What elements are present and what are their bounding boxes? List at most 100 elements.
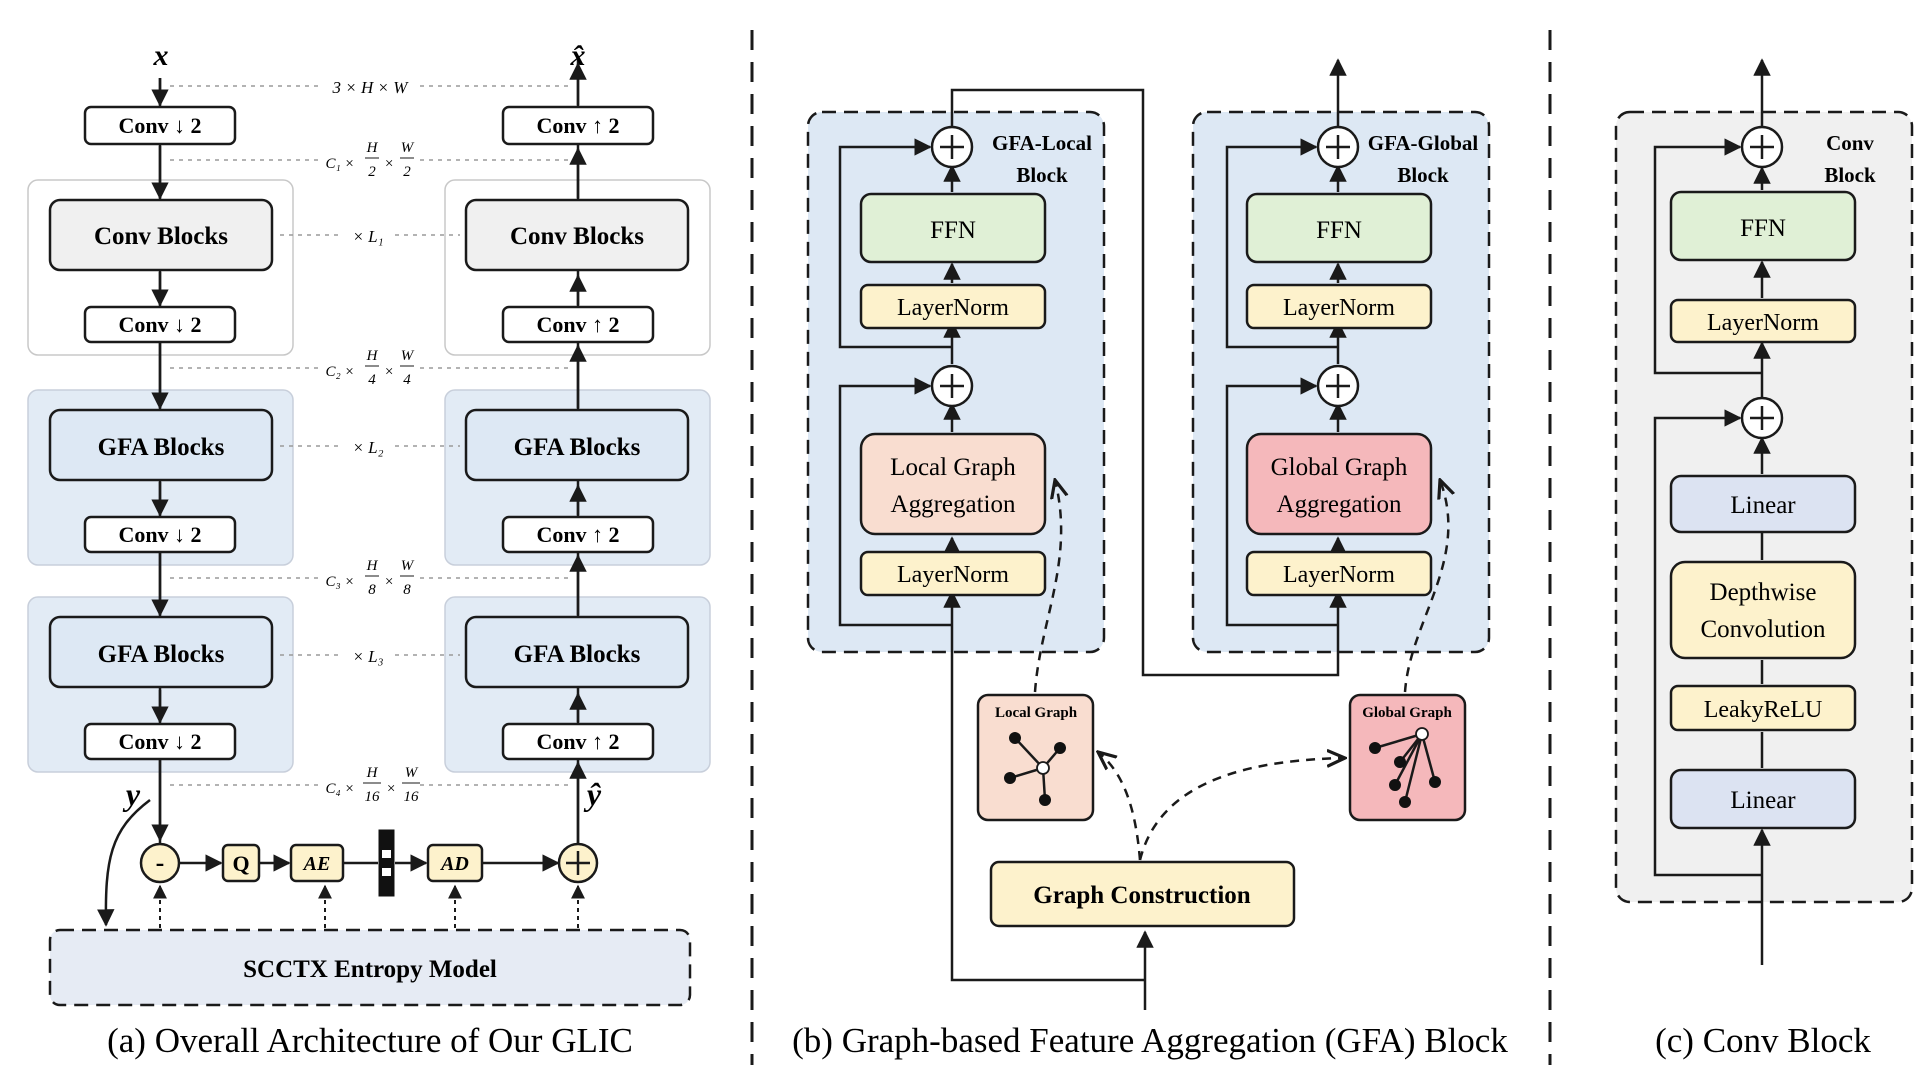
- plus-node: [557, 842, 599, 884]
- enc-conv4-box: Conv ↓ 2: [83, 722, 237, 761]
- conv-block-label-line1: Conv: [1826, 131, 1874, 155]
- quantizer-box: Q: [221, 843, 261, 883]
- svg-text:Conv Blocks: Conv Blocks: [94, 223, 228, 250]
- local-graph-aggregation-box: Local Graph Aggregation: [859, 432, 1047, 536]
- local-graph-icon: Local Graph: [976, 693, 1095, 822]
- svg-text:LayerNorm: LayerNorm: [897, 295, 1009, 321]
- times-l2-label: × L₂: [352, 438, 383, 457]
- dec-gfa1-box: GFA Blocks: [464, 408, 690, 482]
- svg-text:H: H: [366, 140, 379, 156]
- svg-text:-: -: [156, 848, 165, 877]
- conv-flow-lines: [1653, 58, 1771, 965]
- dec-conv-blocks-box: Conv Blocks: [464, 198, 690, 272]
- global-ffn-box: FFN: [1245, 192, 1433, 264]
- gfa-global-label-line2: Block: [1397, 163, 1449, 187]
- svg-text:Global Graph: Global Graph: [1271, 454, 1408, 481]
- svg-text:Linear: Linear: [1730, 492, 1796, 519]
- svg-text:Global Graph: Global Graph: [1362, 705, 1452, 721]
- svg-text:AD: AD: [439, 853, 469, 875]
- dec-conv4-box: Conv ↑ 2: [501, 722, 655, 761]
- dec-conv2-box: Conv ↑ 2: [501, 305, 655, 344]
- svg-text:Conv ↑ 2: Conv ↑ 2: [536, 113, 619, 138]
- svg-text:SCCTX Entropy Model: SCCTX Entropy Model: [243, 956, 497, 983]
- dim-c2-label: C₂ × H 4 × W 4: [325, 348, 414, 388]
- panel-b-gfa-block: GFA-Local Block GFA-Global Block: [792, 58, 1508, 1060]
- svg-text:Convolution: Convolution: [1700, 616, 1826, 643]
- enc-gfa1-box: GFA Blocks: [48, 408, 274, 482]
- arithmetic-decoder-box: AD: [426, 843, 484, 883]
- conv-block-label-line2: Block: [1824, 163, 1876, 187]
- times-l1-label: × L₁: [352, 227, 383, 246]
- svg-text:FFN: FFN: [930, 217, 976, 244]
- latent-yhat-symbol: ŷ: [583, 776, 602, 812]
- svg-text:16: 16: [404, 789, 420, 805]
- y-to-entropy-curve: [97, 799, 151, 927]
- svg-text:×: ×: [384, 574, 394, 590]
- local-ffn-box: FFN: [859, 192, 1047, 264]
- panel-c-conv-block: Conv Block FFN LayerNorm: [1614, 58, 1914, 1060]
- svg-text:C₂ ×: C₂ ×: [325, 364, 354, 380]
- svg-text:×: ×: [384, 364, 394, 380]
- dim-c1-label: C₁ × H 2 × W 2: [325, 140, 414, 180]
- svg-text:W: W: [401, 348, 415, 364]
- conv-ffn-box: FFN: [1669, 190, 1857, 262]
- graph-construction-box: Graph Construction: [989, 860, 1296, 928]
- enc-conv1-box: Conv ↓ 2: [83, 105, 237, 146]
- svg-text:Linear: Linear: [1730, 787, 1796, 814]
- dec-conv3-box: Conv ↑ 2: [501, 515, 655, 554]
- svg-text:4: 4: [368, 372, 376, 388]
- entropy-model-box: SCCTX Entropy Model: [48, 928, 692, 1007]
- dec-conv1-box: Conv ↑ 2: [501, 105, 655, 146]
- svg-text:Local Graph: Local Graph: [995, 705, 1078, 721]
- caption-a: (a) Overall Architecture of Our GLIC: [107, 1021, 633, 1060]
- svg-text:LayerNorm: LayerNorm: [897, 562, 1009, 588]
- svg-text:Graph Construction: Graph Construction: [1033, 882, 1250, 909]
- svg-text:GFA Blocks: GFA Blocks: [514, 434, 641, 461]
- svg-text:GFA Blocks: GFA Blocks: [98, 434, 225, 461]
- arithmetic-encoder-box: AE: [289, 843, 345, 883]
- minus-node: -: [139, 842, 181, 884]
- svg-text:Aggregation: Aggregation: [891, 491, 1016, 518]
- svg-text:Conv ↓ 2: Conv ↓ 2: [118, 522, 201, 547]
- local-flow-lines: [838, 88, 1340, 982]
- conv-layernorm-box: LayerNorm: [1669, 298, 1857, 344]
- svg-text:Conv ↑ 2: Conv ↑ 2: [536, 729, 619, 754]
- times-l3-label: × L₃: [352, 647, 383, 666]
- conv-leakyrelu-box: LeakyReLU: [1669, 684, 1857, 732]
- svg-text:FFN: FFN: [1740, 215, 1786, 242]
- svg-text:FFN: FFN: [1316, 217, 1362, 244]
- local-plus-top: [930, 125, 974, 169]
- dim-c3-label: C₃ × H 8 × W 8: [325, 558, 414, 598]
- svg-text:W: W: [405, 765, 419, 781]
- svg-text:W: W: [401, 558, 415, 574]
- gfa-local-label-line2: Block: [1016, 163, 1068, 187]
- dec-gfa2-box: GFA Blocks: [464, 615, 690, 689]
- svg-text:AE: AE: [302, 853, 331, 875]
- svg-text:GFA Blocks: GFA Blocks: [514, 641, 641, 668]
- svg-text:LayerNorm: LayerNorm: [1707, 310, 1819, 336]
- svg-text:2: 2: [403, 164, 411, 180]
- svg-text:LeakyReLU: LeakyReLU: [1704, 697, 1823, 723]
- svg-text:4: 4: [403, 372, 411, 388]
- global-layernorm-bottom-box: LayerNorm: [1245, 550, 1433, 597]
- svg-text:Q: Q: [232, 851, 249, 876]
- svg-text:Conv Blocks: Conv Blocks: [510, 223, 644, 250]
- svg-text:C₃ ×: C₃ ×: [325, 574, 354, 590]
- svg-text:C₄ ×: C₄ ×: [325, 781, 354, 797]
- panel-a-overall-architecture: x x̂ 3 × H × W C₁ × H 2 × W 2 C₂ × H: [27, 39, 711, 1060]
- svg-text:LayerNorm: LayerNorm: [1283, 562, 1395, 588]
- local-layernorm-top-box: LayerNorm: [859, 283, 1047, 330]
- svg-text:×: ×: [386, 781, 396, 797]
- svg-text:2: 2: [368, 164, 376, 180]
- svg-text:16: 16: [365, 789, 381, 805]
- global-graph-aggregation-box: Global Graph Aggregation: [1245, 432, 1433, 536]
- svg-text:8: 8: [403, 582, 411, 598]
- caption-c: (c) Conv Block: [1655, 1021, 1871, 1060]
- input-x-symbol: x: [153, 39, 169, 72]
- gfa-local-label-line1: GFA-Local: [992, 131, 1092, 155]
- enc-gfa2-box: GFA Blocks: [48, 615, 274, 689]
- svg-text:W: W: [401, 140, 415, 156]
- svg-text:GFA Blocks: GFA Blocks: [98, 641, 225, 668]
- bitstream-icon: [378, 829, 395, 897]
